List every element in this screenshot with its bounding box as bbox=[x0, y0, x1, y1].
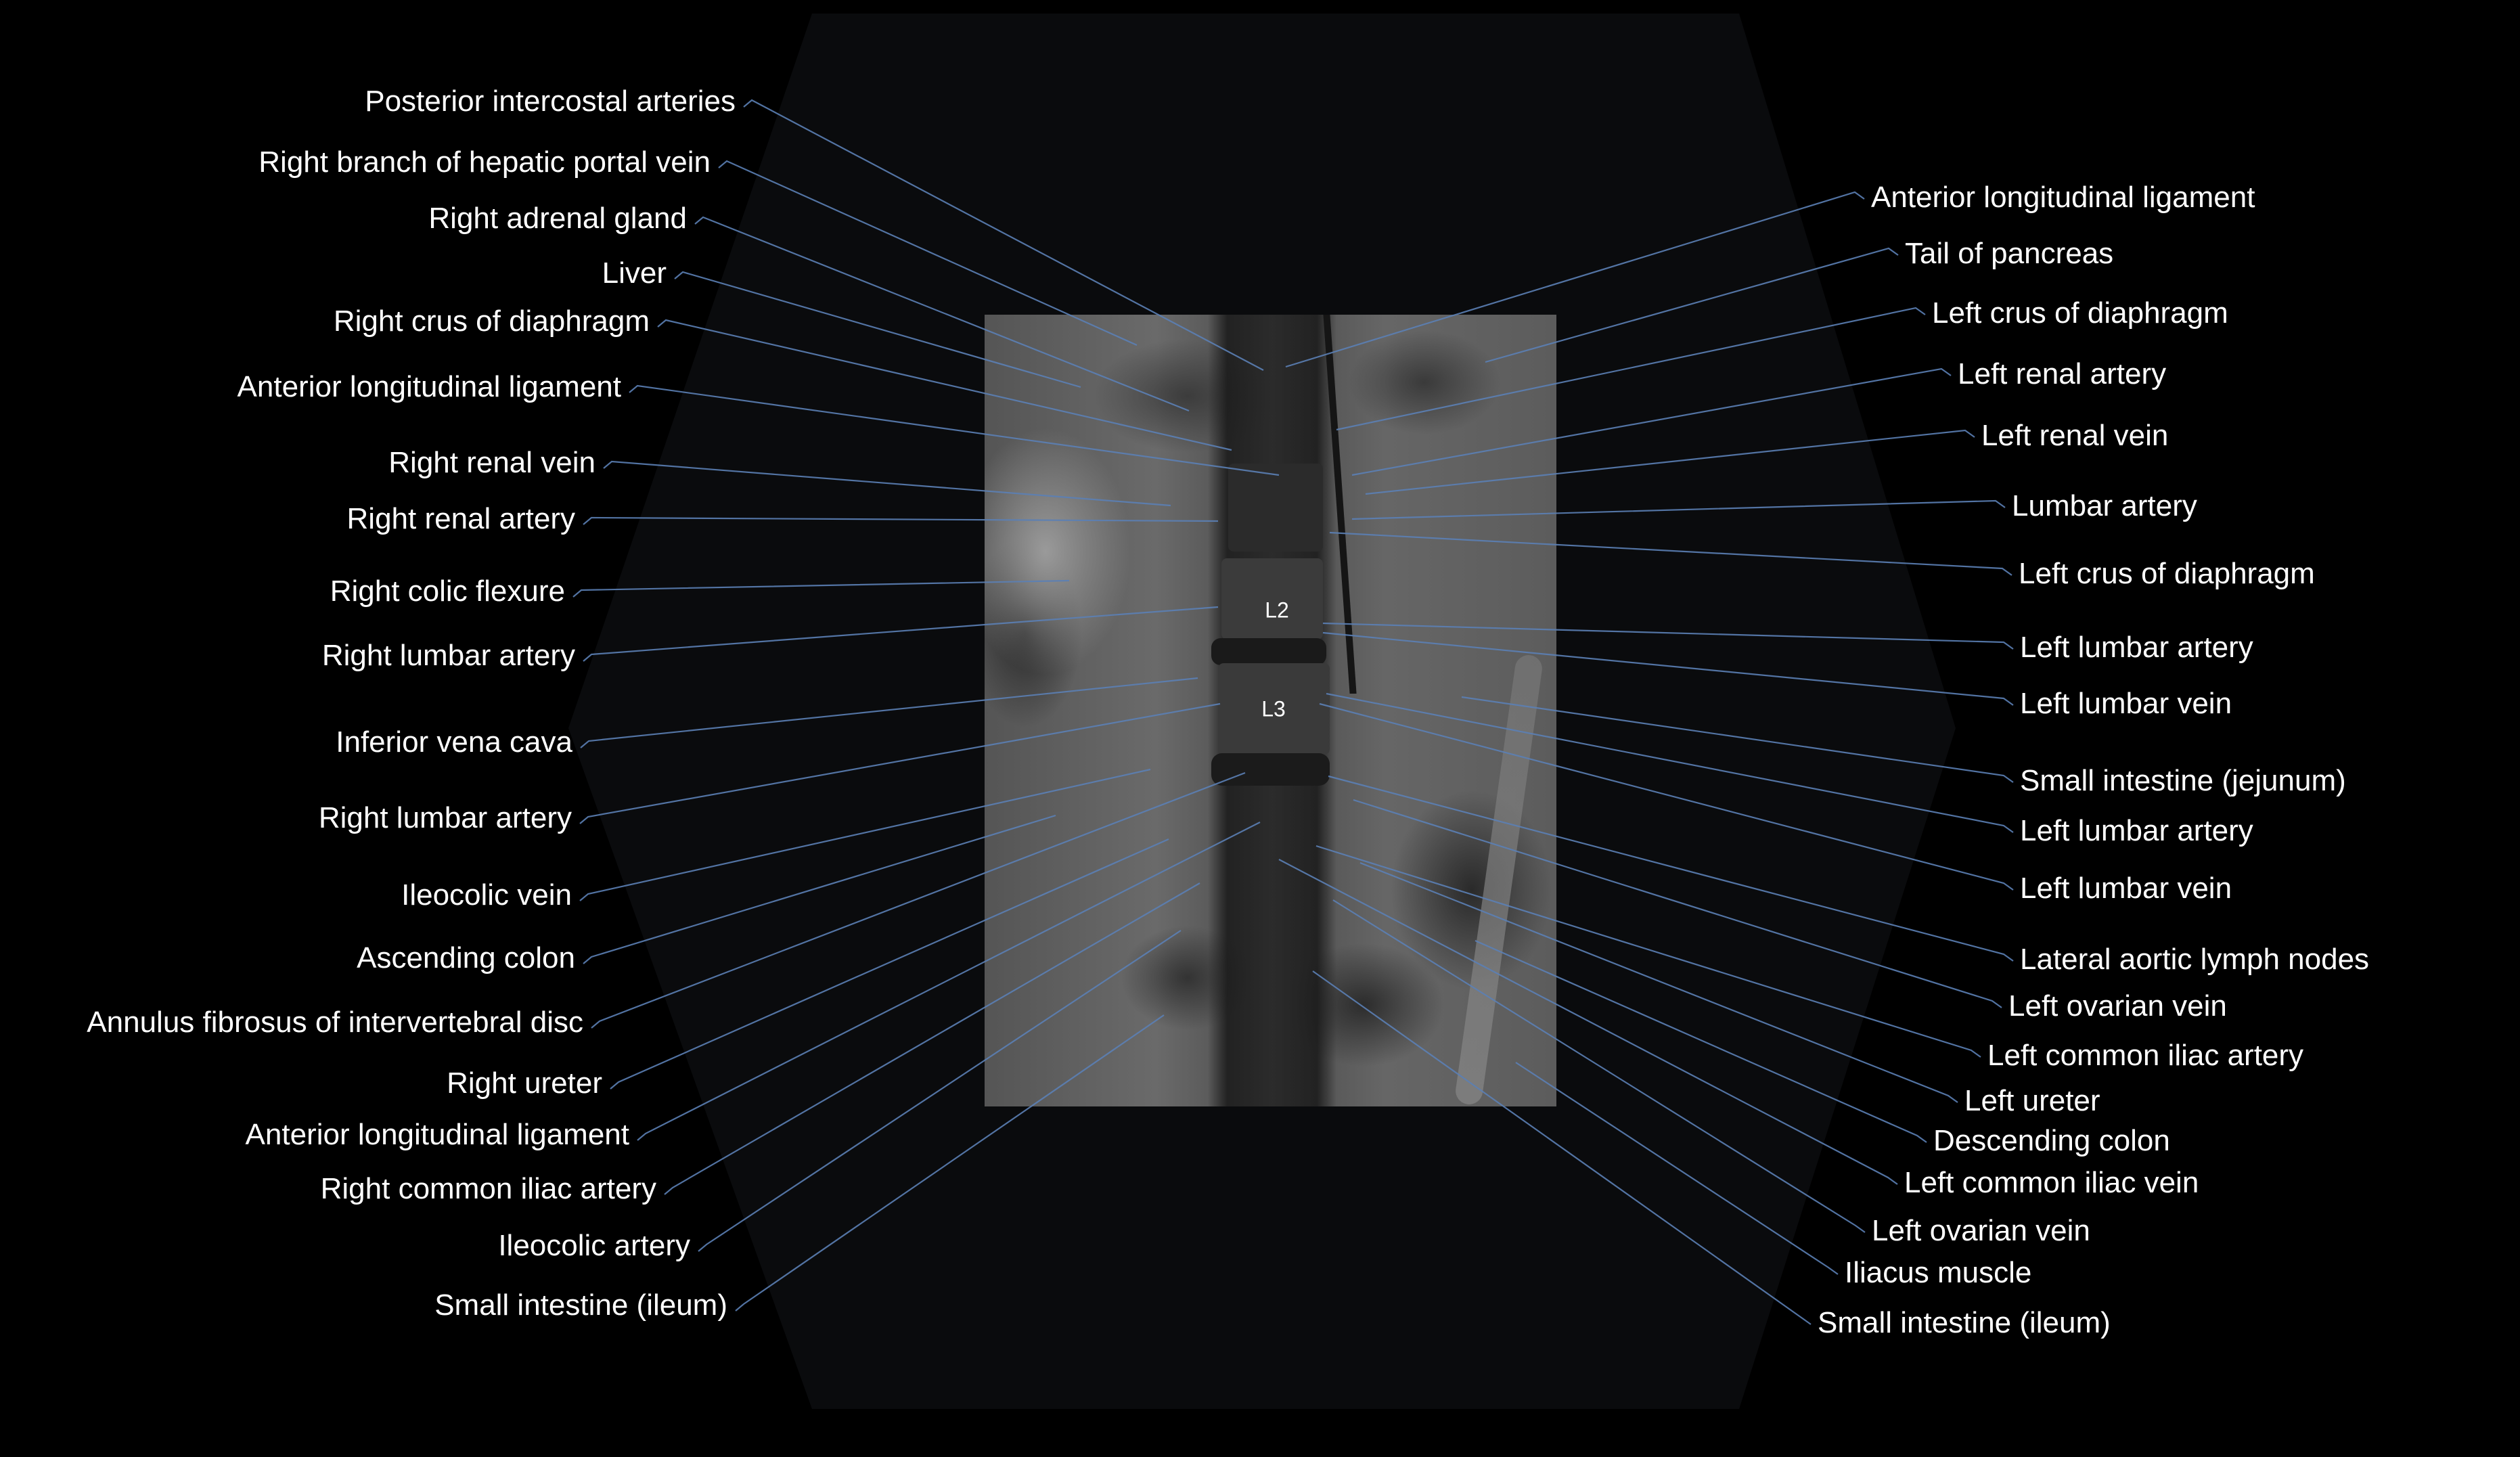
label-left: Liver bbox=[602, 256, 667, 290]
label-right: Left lumbar artery bbox=[2020, 631, 2253, 664]
label-left: Anterior longitudinal ligament bbox=[245, 1118, 629, 1151]
label-left: Right ureter bbox=[447, 1067, 602, 1100]
label-right: Left lumbar vein bbox=[2020, 687, 2232, 720]
label-right: Left crus of diaphragm bbox=[2019, 557, 2315, 590]
label-left: Right branch of hepatic portal vein bbox=[258, 145, 711, 179]
label-left: Right lumbar artery bbox=[321, 639, 575, 672]
label-right: Left crus of diaphragm bbox=[1932, 296, 2228, 330]
label-right: Left lumbar artery bbox=[2020, 814, 2253, 847]
label-left: Anterior longitudinal ligament bbox=[237, 370, 621, 403]
label-left: Right lumbar artery bbox=[318, 801, 572, 834]
label-right: Small intestine (jejunum) bbox=[2020, 764, 2346, 797]
label-right: Left renal artery bbox=[1958, 357, 2167, 390]
label-left: Right renal artery bbox=[346, 502, 575, 535]
label-right: Left common iliac artery bbox=[1987, 1039, 2304, 1072]
label-left: Ileocolic vein bbox=[401, 878, 572, 912]
vertebral-body-l1 bbox=[1228, 464, 1323, 552]
vertebral-body-l3 bbox=[1218, 663, 1330, 755]
label-right: Lumbar artery bbox=[2012, 489, 2197, 522]
intervertebral-disc bbox=[1211, 638, 1326, 665]
label-left: Right crus of diaphragm bbox=[333, 305, 650, 338]
vertebra-label: L2 bbox=[1265, 598, 1289, 623]
label-left: Right renal vein bbox=[388, 446, 595, 479]
vertebral-body-l2 bbox=[1221, 558, 1323, 640]
label-right: Descending colon bbox=[1933, 1124, 2170, 1157]
label-right: Lateral aortic lymph nodes bbox=[2020, 943, 2370, 976]
label-left: Ileocolic artery bbox=[498, 1229, 690, 1262]
label-right: Small intestine (ileum) bbox=[1818, 1306, 2111, 1339]
label-left: Right colic flexure bbox=[330, 575, 565, 608]
label-right: Left ureter bbox=[1964, 1084, 2100, 1117]
label-left: Posterior intercostal arteries bbox=[365, 85, 736, 118]
label-left: Annulus fibrosus of intervertebral disc bbox=[87, 1006, 583, 1039]
intervertebral-disc bbox=[1211, 753, 1330, 786]
label-right: Left ovarian vein bbox=[1872, 1214, 2090, 1247]
label-left: Right adrenal gland bbox=[428, 202, 687, 235]
label-left: Right common iliac artery bbox=[320, 1172, 656, 1205]
label-right: Left lumbar vein bbox=[2020, 872, 2232, 905]
label-left: Inferior vena cava bbox=[336, 725, 572, 759]
label-left: Small intestine (ileum) bbox=[434, 1288, 727, 1322]
label-right: Left ovarian vein bbox=[2008, 989, 2227, 1023]
label-left: Ascending colon bbox=[357, 941, 575, 974]
vertebra-label: L3 bbox=[1261, 696, 1286, 721]
label-right: Tail of pancreas bbox=[1905, 237, 2114, 270]
label-right: Anterior longitudinal ligament bbox=[1871, 181, 2255, 214]
label-right: Left renal vein bbox=[1981, 419, 2169, 452]
label-right: Left common iliac vein bbox=[1904, 1166, 2199, 1199]
label-right: Iliacus muscle bbox=[1845, 1256, 2032, 1289]
